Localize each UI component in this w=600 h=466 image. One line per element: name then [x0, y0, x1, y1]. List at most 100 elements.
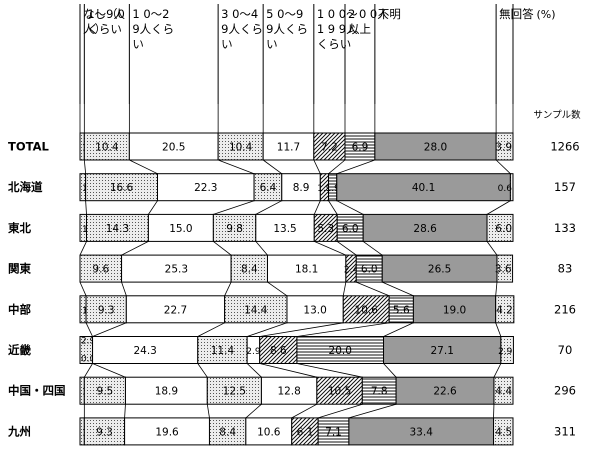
sample-count: 157: [554, 180, 576, 194]
series-name: くらい: [317, 37, 352, 51]
bar-segment: [336, 213, 364, 242]
data-label: 19.0: [443, 304, 466, 316]
connector-line: [495, 322, 502, 337]
connector-line: [148, 200, 158, 215]
sample-count: 133: [554, 221, 576, 235]
bar-segment: [344, 132, 376, 161]
connector-line: [213, 241, 232, 256]
bar-segment: [286, 295, 344, 324]
bar-segment: [374, 132, 497, 161]
data-label: 24.3: [133, 345, 156, 357]
connector-line: [213, 200, 255, 215]
data-label: 25.3: [165, 264, 188, 276]
connector-line: [121, 281, 127, 296]
series-name: 9人くら: [266, 22, 308, 36]
bar-segment: [157, 173, 255, 202]
data-label: 10.5: [328, 386, 351, 398]
bar-segment: [260, 376, 318, 405]
category-label: 東北: [8, 221, 31, 235]
connector-line: [246, 363, 262, 378]
connector-line: [85, 200, 87, 215]
connector-line: [495, 282, 498, 296]
series-name: い: [221, 37, 233, 51]
connector-line: [121, 241, 149, 256]
data-label: 2.9: [81, 337, 96, 347]
data-label: 6.1: [297, 426, 314, 438]
bar-segment: [259, 336, 298, 364]
data-label: 6.4: [260, 182, 277, 194]
data-label: 6.0: [342, 223, 359, 235]
sample-count: 216: [554, 302, 576, 316]
data-label: 22.3: [194, 182, 217, 194]
connector-line: [328, 159, 346, 175]
bar-segment: [92, 336, 199, 364]
data-label: 28.0: [424, 142, 447, 154]
series-name: 9人くら: [132, 22, 174, 36]
bar-segment: [224, 295, 288, 324]
connector-line: [255, 241, 268, 256]
data-label: 20.5: [162, 142, 185, 154]
data-label: 13.5: [273, 223, 296, 235]
series-name: 9人くら: [221, 22, 263, 36]
connector-line: [356, 281, 390, 297]
data-label: 9.3: [96, 426, 113, 438]
connector-line: [79, 241, 87, 256]
series-name: 無回答: [499, 7, 534, 21]
data-label: 12.8: [277, 386, 300, 398]
data-label: 5.3: [317, 223, 334, 235]
connector-line: [92, 322, 127, 337]
data-label: 6.0: [361, 264, 378, 276]
series-name: 3 0〜4: [221, 7, 258, 21]
bar-segment: [266, 254, 347, 283]
data-label: 7.1: [325, 426, 342, 438]
connector-line: [318, 403, 363, 419]
data-label: 1.9: [317, 184, 332, 194]
data-label: 6.9: [352, 142, 369, 154]
data-label: 40.1: [412, 182, 435, 194]
connector-line: [247, 322, 288, 337]
data-label: 9.6: [92, 264, 109, 276]
data-label: 15.0: [169, 223, 192, 235]
data-label: 8.4: [241, 264, 258, 276]
connector-line: [291, 403, 318, 419]
bar-segment: [83, 417, 126, 446]
bar-segment: [124, 417, 210, 446]
data-label: 1.9: [325, 184, 340, 194]
category-label: 中部: [8, 302, 31, 316]
series-name: なし（0: [83, 7, 125, 21]
bar-segment: [495, 132, 514, 161]
data-label: 19.6: [155, 426, 179, 438]
bar-segment: [383, 336, 502, 364]
series-name: い: [266, 37, 278, 51]
series-name: 1〜9人: [87, 7, 125, 21]
sample-count: 83: [558, 262, 573, 276]
data-label: 22.6: [433, 386, 457, 398]
data-label: 8.6: [270, 345, 287, 357]
data-label: 7.8: [371, 386, 388, 398]
data-label: 2.4: [344, 266, 359, 276]
bars: 1.010.420.510.411.77.26.928.03.91.316.62…: [79, 104, 515, 446]
data-label: 13.0: [303, 304, 326, 316]
connector-line: [262, 159, 283, 175]
sample-count: 1266: [550, 140, 579, 154]
data-label: 10.4: [229, 142, 253, 154]
connector-line: [313, 200, 321, 215]
sample-count: 70: [558, 343, 573, 357]
data-label: 0.0: [81, 355, 96, 365]
data-label: 26.5: [428, 264, 451, 276]
bar-segment: [262, 132, 315, 161]
connector-line: [314, 241, 347, 256]
data-label: 8.4: [219, 426, 236, 438]
connector-line: [259, 363, 317, 378]
bar-segment: [486, 213, 514, 242]
connector-line: [83, 363, 93, 378]
connector-line: [124, 404, 126, 418]
data-label: 22.7: [164, 304, 187, 316]
series-name: 2 0 0人: [348, 7, 389, 21]
bar-segment: [85, 295, 127, 324]
connector-line: [342, 282, 347, 296]
data-label: 6.0: [495, 223, 512, 235]
connector-line: [129, 159, 158, 175]
bar-segment: [496, 254, 514, 283]
